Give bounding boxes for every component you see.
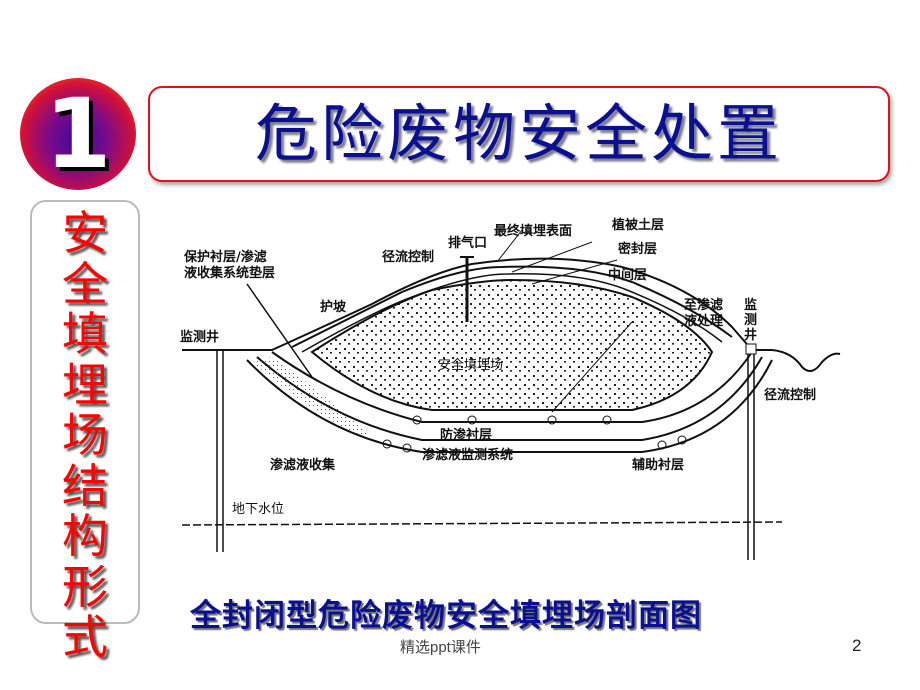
side-heading-char: 全	[62, 256, 108, 311]
label-monitor-well-left: 监测井	[180, 330, 220, 345]
side-heading-char: 埋	[62, 357, 108, 412]
side-heading-char: 式	[62, 610, 108, 664]
label-impermeable-liner: 防渗衬层	[440, 428, 493, 443]
section-number-badge: 1	[20, 78, 136, 190]
side-heading-char: 形	[62, 559, 108, 614]
side-heading-char: 结	[62, 458, 108, 513]
side-heading-char: 填	[62, 307, 108, 361]
label-final-surface: 最终填埋表面	[494, 224, 573, 239]
side-heading: 安全填埋场结构形式	[32, 208, 138, 663]
label-to-leachate-2: 液处理	[684, 314, 724, 329]
label-to-leachate-1: 至渗滤	[684, 298, 724, 313]
slide-footer: 精选ppt课件	[400, 639, 481, 656]
title-box: 危险废物安全处置	[148, 86, 890, 182]
label-vegetation-layer: 植被土层	[612, 218, 665, 233]
label-leachate-collection: 渗滤液收集	[270, 458, 336, 473]
section-number: 1	[44, 78, 112, 190]
side-heading-char: 安	[62, 206, 108, 260]
label-monitor-well-right: 监测井	[744, 298, 758, 343]
landfill-cross-section-diagram: 保护衬层/渗滤 液收集系统垫层 径流控制 排气口 最终填埋表面 植被土层 密封层…	[172, 212, 852, 572]
label-seal-layer: 密封层	[618, 242, 658, 257]
diagram-drawing	[181, 229, 841, 560]
label-slope-protection: 护坡	[320, 300, 347, 315]
label-vent: 排气口	[448, 236, 488, 251]
label-runoff-control-top: 径流控制	[382, 250, 435, 265]
label-middle-layer: 中间层	[608, 268, 648, 283]
page-number: 2	[852, 636, 862, 655]
label-runoff-control-right: 径流控制	[764, 388, 817, 403]
label-auxiliary-liner: 辅助衬层	[632, 458, 685, 473]
label-landfill: 安全填埋场	[438, 358, 504, 373]
side-heading-box: 安全填埋场结构形式	[30, 200, 140, 662]
slide-title: 危险废物安全处置	[254, 97, 783, 170]
label-groundwater-level: 地下水位	[232, 502, 285, 517]
side-heading-char: 场	[62, 408, 108, 462]
label-leachate-monitoring: 渗滤液监测系统	[422, 448, 514, 463]
label-protective-liner-2: 液收集系统垫层	[184, 266, 276, 281]
side-heading-char: 构	[62, 509, 108, 563]
diagram-caption: 全封闭型危险废物安全填埋场剖面图	[190, 598, 702, 634]
label-protective-liner: 保护衬层/渗滤	[184, 250, 267, 265]
